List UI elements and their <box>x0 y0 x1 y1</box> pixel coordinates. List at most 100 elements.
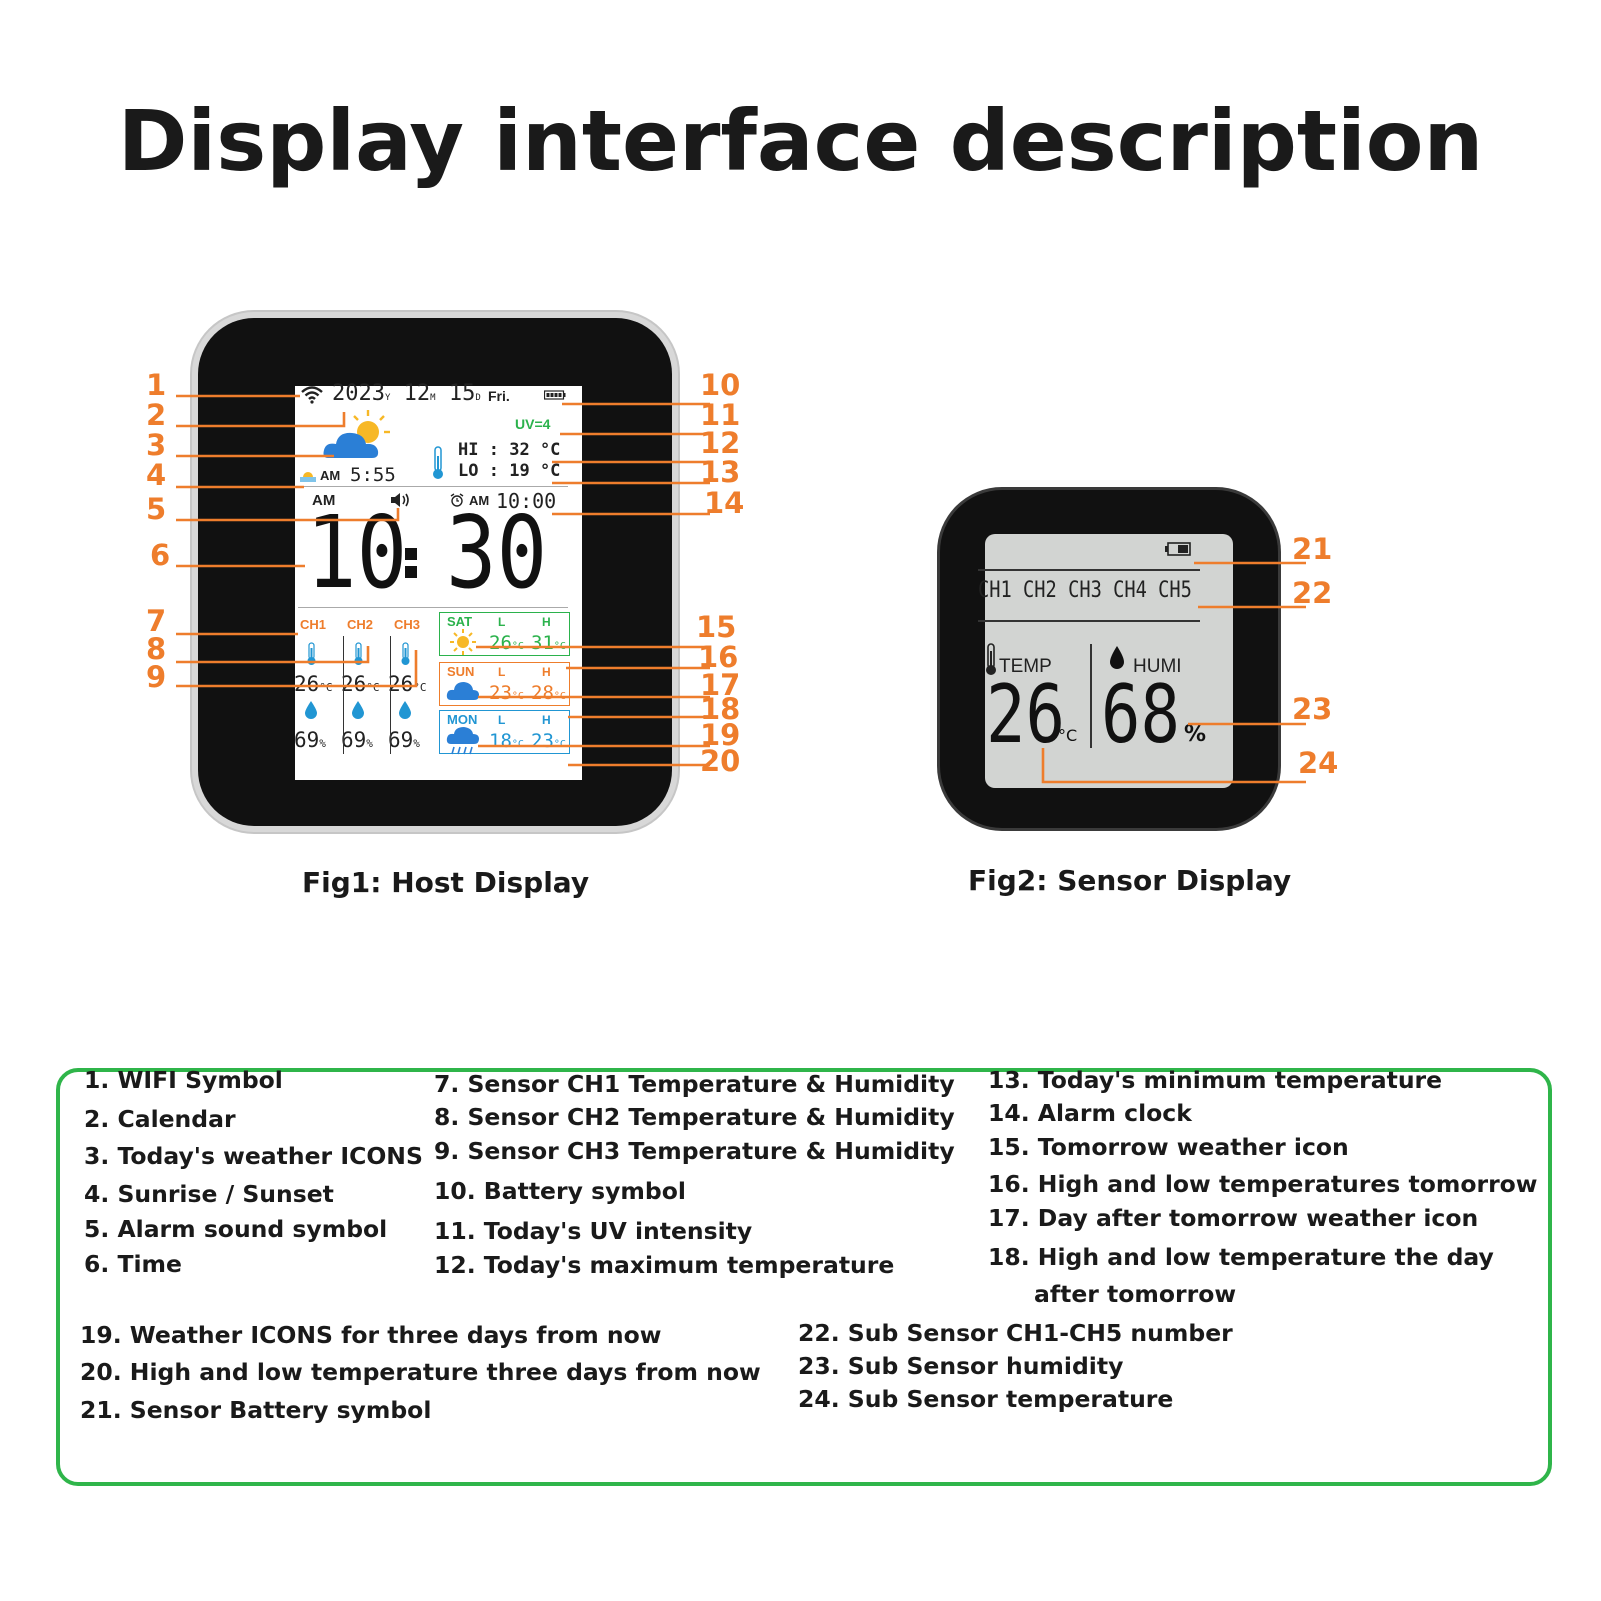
legend-item: 6. Time <box>84 1250 182 1278</box>
sensor-screen <box>985 534 1233 788</box>
legend-item: 20. High and low temperature three days … <box>80 1358 761 1386</box>
alarm-period: AM <box>469 493 490 508</box>
legend-item: 18. High and low temperature the day <box>988 1243 1494 1271</box>
legend-item: 8. Sensor CH2 Temperature & Humidity <box>434 1103 955 1131</box>
legend-item: 17. Day after tomorrow weather icon <box>988 1204 1479 1232</box>
sensor-humi-label: HUMI <box>1133 656 1182 677</box>
alarm-clock-icon <box>450 493 464 507</box>
channel-temp: 26°C <box>341 672 380 696</box>
legend-item: 16. High and low temperatures tomorrow <box>988 1170 1538 1198</box>
legend-item: after tomorrow <box>1034 1280 1237 1308</box>
legend-item: 7. Sensor CH1 Temperature & Humidity <box>434 1070 955 1098</box>
divider <box>298 607 568 608</box>
channel-humidity-icon <box>398 700 412 724</box>
callout-18: 18 <box>700 692 741 726</box>
main-time-hours: 10 <box>306 494 408 611</box>
callout-10: 10 <box>700 368 741 402</box>
sensor-temp-value: 26 <box>986 668 1065 761</box>
thermometer-icon <box>433 446 443 479</box>
channel-label: CH1 <box>300 617 327 632</box>
channel-label: CH2 <box>347 617 374 632</box>
battery-icon <box>544 390 566 400</box>
page-title: Display interface description <box>117 92 1484 190</box>
legend-item: 2. Calendar <box>84 1105 236 1133</box>
sensor-temp-label: TEMP <box>999 656 1052 677</box>
callout-3: 3 <box>146 428 167 462</box>
divider <box>298 486 568 487</box>
callout-8: 8 <box>146 632 167 666</box>
legend-item: 23. Sub Sensor humidity <box>798 1352 1124 1380</box>
sensor-channels: CH1 CH2 CH3 CH4 CH5 <box>978 578 1192 603</box>
channel-humidity: 69% <box>341 728 373 752</box>
callout-2: 2 <box>146 398 167 432</box>
channel-divider <box>343 636 344 754</box>
channel-thermometer-icon <box>400 642 410 665</box>
sensor-humi-value: 68 <box>1101 668 1180 761</box>
callout-19: 19 <box>700 718 741 752</box>
callout-9: 9 <box>146 660 167 694</box>
forecast-low-label: L <box>498 665 506 679</box>
legend-item: 15. Tomorrow weather icon <box>988 1133 1349 1161</box>
forecast-high-label: H <box>542 665 551 679</box>
channel-humidity-icon <box>304 700 318 724</box>
calendar-year: 2023 <box>332 381 385 406</box>
time-period: AM <box>312 492 336 509</box>
forecast-day: MON <box>447 712 478 727</box>
callout-24: 24 <box>1298 746 1339 780</box>
forecast-box <box>439 662 570 706</box>
legend-item: 4. Sunrise / Sunset <box>84 1180 334 1208</box>
today-low-temp: LO : 19 °C <box>458 461 561 481</box>
legend-box <box>56 1068 1552 1486</box>
divider <box>978 620 1200 622</box>
sunrise-period: AM <box>320 468 341 483</box>
sensor-battery-icon <box>1165 542 1191 556</box>
legend-item: 1. WIFI Symbol <box>84 1066 283 1094</box>
rain-cloud-icon <box>446 726 480 760</box>
legend-item: 22. Sub Sensor CH1-CH5 number <box>798 1319 1233 1347</box>
uv-index: UV=4 <box>515 416 551 432</box>
sensor-thermometer-icon <box>986 643 996 675</box>
callout-13: 13 <box>700 455 741 489</box>
sensor-caption: Fig2: Sensor Display <box>968 864 1292 897</box>
callout-21: 21 <box>1292 532 1333 566</box>
forecast-low-label: L <box>498 615 506 629</box>
today-weather-icon <box>323 410 390 458</box>
cloud-icon <box>446 678 480 706</box>
time-colon-bottom <box>405 566 417 578</box>
callout-23: 23 <box>1292 692 1333 726</box>
legend-item: 24. Sub Sensor temperature <box>798 1385 1174 1413</box>
sensor-humidity-icon <box>1110 646 1124 669</box>
callout-15: 15 <box>696 610 737 644</box>
legend-item: 21. Sensor Battery symbol <box>80 1396 432 1424</box>
channel-temp: 26°C <box>294 672 333 696</box>
host-caption: Fig1: Host Display <box>302 866 590 899</box>
forecast-day: SUN <box>447 664 475 679</box>
channel-humidity-icon <box>351 700 365 724</box>
alarm-sound-icon <box>391 493 409 507</box>
wifi-icon <box>301 386 323 404</box>
divider <box>978 569 1200 571</box>
sunrise-time: 5:55 <box>350 464 396 486</box>
alarm-time: 10:00 <box>496 489 557 513</box>
callout-16: 16 <box>698 640 739 674</box>
callout-12: 12 <box>700 426 741 460</box>
time-colon-top <box>405 548 417 560</box>
calendar-weekday: Fri. <box>488 388 510 404</box>
forecast-box <box>439 612 570 656</box>
callout-20: 20 <box>700 744 741 778</box>
legend-item: 13. Today's minimum temperature <box>988 1066 1443 1094</box>
main-time-minutes: 30 <box>446 494 548 611</box>
callout-11: 11 <box>700 398 741 432</box>
legend-item: 14. Alarm clock <box>988 1099 1192 1127</box>
callout-4: 4 <box>146 458 167 492</box>
sensor-divider <box>1090 644 1092 748</box>
legend-item: 3. Today's weather ICONS <box>84 1142 423 1170</box>
sensor-temp-unit: °C <box>1058 726 1078 745</box>
legend-item: 11. Today's UV intensity <box>434 1217 753 1245</box>
channel-humidity: 69% <box>388 728 420 752</box>
forecast-high-label: H <box>542 615 551 629</box>
callout-6: 6 <box>150 538 171 572</box>
callout-1: 1 <box>146 368 167 402</box>
channel-label: CH3 <box>394 617 421 632</box>
